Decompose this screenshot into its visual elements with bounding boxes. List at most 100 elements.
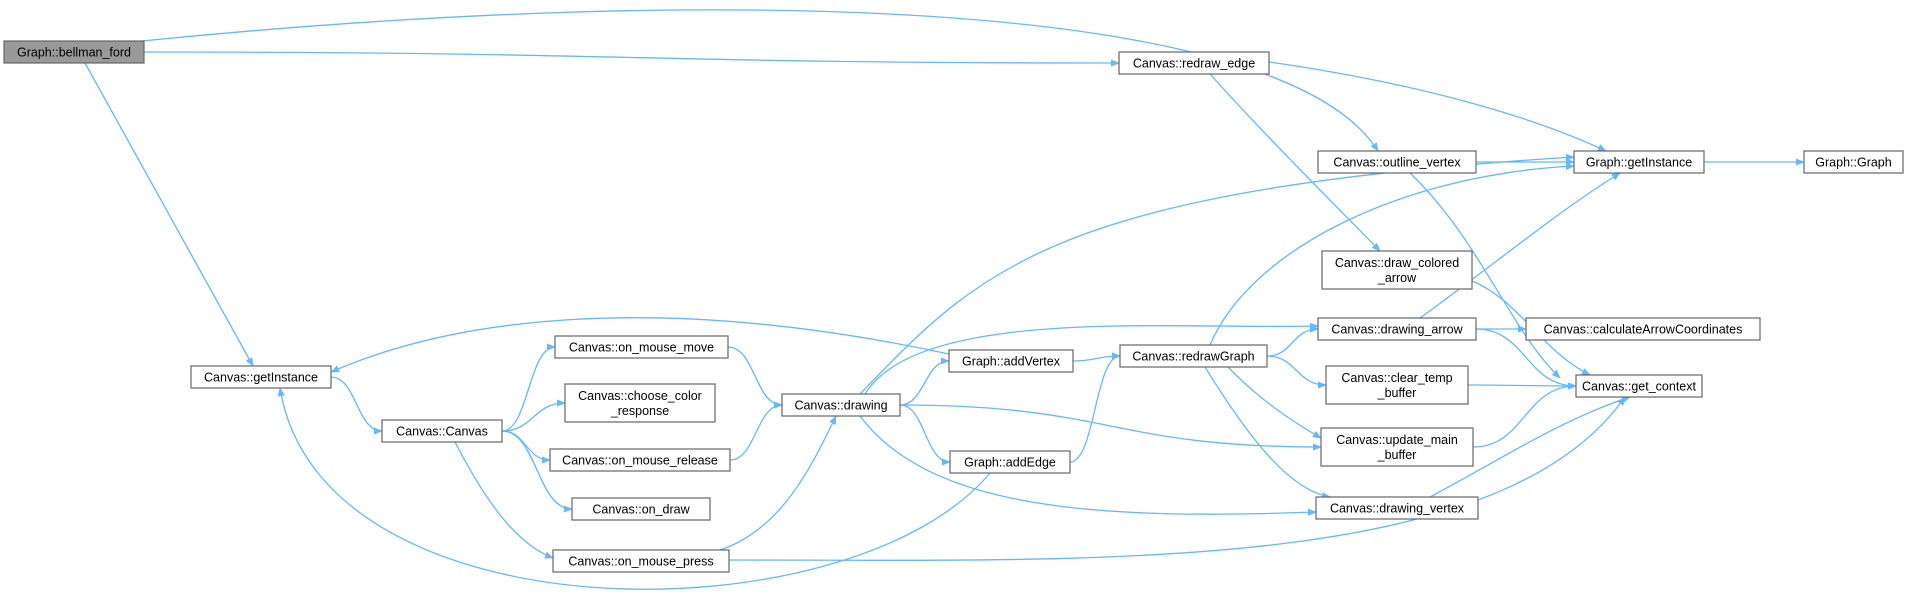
edge-redrawGraph-to-clear-temp-buffer — [1266, 355, 1327, 389]
edge-canvas-ctor-to-on-mouse-release — [501, 430, 551, 464]
edge-redraw-edge-to-graph-getInstance — [1268, 61, 1607, 152]
edge-on-mouse-press-to-get-context — [728, 396, 1626, 561]
node-label: _response — [610, 404, 669, 418]
node-label: Canvas::drawing_vertex — [1330, 502, 1465, 516]
node-label: Canvas::drawing — [794, 399, 887, 413]
node-on-mouse-move: Canvas::on_mouse_move — [554, 335, 729, 359]
edge-redrawGraph-to-graph-getInstance — [1209, 162, 1575, 346]
edge-bellman-ford-to-redraw-edge — [143, 51, 1120, 67]
node-label: Canvas::draw_colored — [1335, 256, 1459, 270]
edge-drawing-to-graph-getInstance — [859, 153, 1575, 395]
node-label: _buffer — [1377, 386, 1417, 400]
node-label: Canvas::on_mouse_release — [562, 454, 718, 468]
edge-addEdge-to-canvas-getInstance — [277, 387, 991, 590]
node-box — [190, 365, 332, 389]
edge-canvas-getInstance-to-canvas-ctor — [330, 376, 383, 435]
edge-clear-temp-buffer-to-get-context — [1467, 382, 1577, 390]
edge-drawing-vertex-to-get-context — [1429, 396, 1631, 498]
node-label: Canvas::redrawGraph — [1132, 350, 1254, 364]
edge-redrawGraph-to-drawing-arrow — [1266, 325, 1319, 357]
edge-canvas-ctor-to-on-mouse-press — [454, 441, 554, 559]
node-label: Graph::addVertex — [962, 355, 1061, 369]
node-graph-getInstance: Graph::getInstance — [1573, 150, 1705, 174]
node-label: Graph::Graph — [1815, 156, 1891, 170]
node-redrawGraph: Canvas::redrawGraph — [1119, 344, 1268, 368]
node-box — [1573, 150, 1705, 174]
node-box — [554, 335, 729, 359]
node-box — [1325, 365, 1469, 405]
node-label: Canvas::outline_vertex — [1333, 156, 1461, 170]
node-on-mouse-press: Canvas::on_mouse_press — [552, 549, 730, 573]
edge-outline-vertex-to-get-context — [1409, 172, 1561, 379]
edge-canvas-ctor-to-choose-color — [501, 399, 566, 432]
node-redraw-edge: Canvas::redraw_edge — [1118, 51, 1270, 75]
node-label: Canvas::on_draw — [592, 503, 690, 517]
edge-update-main-buffer-to-get-context — [1472, 382, 1577, 448]
node-get-context: Canvas::get_context — [1575, 374, 1703, 398]
node-label: Canvas::Canvas — [396, 425, 488, 439]
node-canvas-getInstance: Canvas::getInstance — [190, 365, 332, 389]
node-drawing-arrow: Canvas::drawing_arrow — [1317, 317, 1477, 341]
edge-drawing-to-addEdge — [899, 404, 951, 466]
edges-layer — [84, 9, 1805, 590]
node-box — [1317, 317, 1477, 341]
edge-redrawGraph-to-update-main-buffer — [1227, 366, 1322, 439]
node-label: Canvas::clear_temp — [1341, 371, 1452, 385]
node-box — [949, 450, 1071, 474]
node-box — [381, 419, 503, 443]
edge-bellman-ford-to-canvas-getInstance — [84, 62, 254, 367]
node-box — [1315, 496, 1479, 520]
node-box — [3, 40, 145, 64]
edge-on-mouse-press-to-drawing — [719, 415, 837, 551]
node-addVertex: Graph::addVertex — [948, 349, 1074, 373]
node-bellman-ford: Graph::bellman_ford — [3, 40, 145, 64]
node-outline-vertex: Canvas::outline_vertex — [1317, 150, 1477, 174]
node-clear-temp-buffer: Canvas::clear_temp_buffer — [1325, 365, 1469, 405]
node-box — [1317, 150, 1477, 174]
node-box — [1118, 51, 1270, 75]
node-box — [1119, 344, 1268, 368]
node-label: Canvas::get_context — [1582, 380, 1696, 394]
edge-canvas-ctor-to-on-mouse-move — [501, 343, 556, 432]
edge-drawing-to-addVertex — [899, 357, 950, 406]
edge-drawing-arrow-to-get-context — [1475, 328, 1577, 390]
edge-drawing-to-drawing-vertex — [859, 415, 1317, 516]
node-box — [1320, 427, 1474, 467]
node-box — [1525, 317, 1761, 341]
node-label: Canvas::update_main — [1336, 433, 1458, 447]
edge-drawing-to-update-main-buffer — [899, 404, 1322, 451]
nodes-layer: Graph::bellman_fordCanvas::getInstanceCa… — [3, 40, 1904, 573]
node-label: _buffer — [1377, 448, 1417, 462]
edge-bellman-ford-to-outline-vertex — [141, 9, 1379, 152]
node-canvas-ctor: Canvas::Canvas — [381, 419, 503, 443]
node-box — [1321, 250, 1473, 290]
edge-on-mouse-release-to-drawing — [729, 401, 783, 461]
node-box — [552, 549, 730, 573]
edge-redraw-edge-to-draw-colored-arrow — [1209, 73, 1381, 252]
node-label: Graph::bellman_ford — [17, 46, 131, 60]
node-label: Canvas::redraw_edge — [1133, 57, 1255, 71]
node-box — [1575, 374, 1703, 398]
node-on-draw: Canvas::on_draw — [571, 497, 711, 521]
node-choose-color: Canvas::choose_color_response — [564, 383, 716, 423]
node-on-mouse-release: Canvas::on_mouse_release — [549, 448, 731, 472]
node-label: Canvas::drawing_arrow — [1331, 323, 1463, 337]
edge-addVertex-to-canvas-getInstance — [330, 317, 950, 373]
node-draw-colored-arrow: Canvas::draw_colored_arrow — [1321, 250, 1473, 290]
node-box — [781, 393, 901, 417]
node-drawing-vertex: Canvas::drawing_vertex — [1315, 496, 1479, 520]
node-label: Canvas::calculateArrowCoordinates — [1544, 323, 1743, 337]
edge-redrawGraph-to-drawing-vertex — [1204, 366, 1331, 500]
edge-drawing-to-drawing-arrow — [864, 322, 1319, 395]
node-addEdge: Graph::addEdge — [949, 450, 1071, 474]
node-label: Canvas::choose_color — [578, 389, 702, 403]
node-calculateArrowCoordinates: Canvas::calculateArrowCoordinates — [1525, 317, 1761, 341]
edge-drawing-arrow-to-graph-getInstance — [1419, 172, 1621, 319]
edge-addEdge-to-redrawGraph — [1069, 352, 1121, 463]
edge-on-mouse-move-to-drawing — [727, 346, 783, 409]
node-graph-ctor: Graph::Graph — [1803, 150, 1904, 174]
node-box — [549, 448, 731, 472]
node-label: Canvas::on_mouse_press — [568, 555, 713, 569]
node-label: Canvas::getInstance — [204, 371, 318, 385]
node-update-main-buffer: Canvas::update_main_buffer — [1320, 427, 1474, 467]
